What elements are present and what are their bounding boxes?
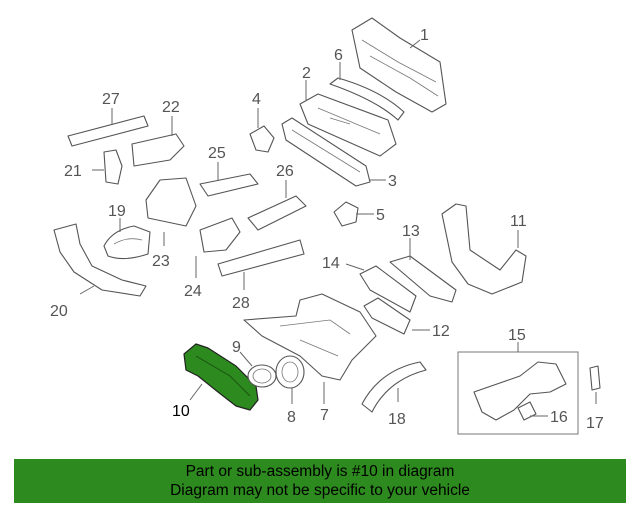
part-10-highlighted[interactable] xyxy=(183,343,259,411)
callout-15: 15 xyxy=(508,327,526,344)
part-15-assembly[interactable] xyxy=(457,351,579,435)
part-8[interactable] xyxy=(275,355,305,389)
part-2[interactable] xyxy=(299,93,397,157)
part-19[interactable] xyxy=(103,225,151,260)
callout-1: 1 xyxy=(420,27,429,44)
part-13[interactable] xyxy=(389,255,457,303)
leader-lines xyxy=(79,39,597,417)
part-7[interactable] xyxy=(243,293,377,381)
part-28[interactable] xyxy=(217,239,305,277)
part-26[interactable] xyxy=(247,195,307,231)
part-9[interactable] xyxy=(247,364,277,388)
callout-27: 27 xyxy=(102,91,120,108)
callout-22: 22 xyxy=(162,99,180,116)
callout-24: 24 xyxy=(184,283,202,300)
callout-18: 18 xyxy=(388,411,406,428)
part-25[interactable] xyxy=(199,173,259,197)
callout-16: 16 xyxy=(550,409,568,426)
callout-6: 6 xyxy=(334,47,343,64)
callout-17: 17 xyxy=(586,415,604,432)
callout-3: 3 xyxy=(388,173,397,190)
part-11[interactable] xyxy=(441,203,527,295)
callout-28: 28 xyxy=(232,295,250,312)
part-27[interactable] xyxy=(67,115,149,147)
part-5[interactable] xyxy=(333,201,359,227)
part-23[interactable] xyxy=(145,177,197,227)
exploded-parts-diagram: 1 2 3 4 5 6 7 8 9 10 11 12 13 14 15 16 1… xyxy=(50,17,604,435)
callout-12: 12 xyxy=(432,323,450,340)
callout-numbers: 1 2 3 4 5 6 7 8 9 10 11 12 13 14 15 16 1… xyxy=(50,27,604,432)
part-6[interactable] xyxy=(329,77,405,121)
callout-2: 2 xyxy=(302,65,311,82)
part-20[interactable] xyxy=(53,223,147,297)
callout-4: 4 xyxy=(252,91,261,108)
part-24[interactable] xyxy=(199,217,241,253)
callout-14: 14 xyxy=(322,255,340,272)
callout-19: 19 xyxy=(108,203,126,220)
callout-8: 8 xyxy=(287,409,296,426)
part-4[interactable] xyxy=(249,125,275,153)
callout-20: 20 xyxy=(50,303,68,320)
part-1[interactable] xyxy=(351,17,447,113)
callout-10-highlighted: 10 xyxy=(172,403,190,420)
callout-11: 11 xyxy=(510,213,527,230)
callout-26: 26 xyxy=(276,163,294,180)
banner-line-2: Diagram may not be specific to your vehi… xyxy=(170,482,470,499)
callout-21: 21 xyxy=(64,163,82,180)
callout-13: 13 xyxy=(402,223,420,240)
callout-9: 9 xyxy=(232,339,241,356)
callout-7: 7 xyxy=(320,407,329,424)
part-14[interactable] xyxy=(359,265,417,313)
part-12[interactable] xyxy=(363,297,411,335)
part-18[interactable] xyxy=(361,361,427,413)
part-3[interactable] xyxy=(281,117,371,187)
part-21[interactable] xyxy=(103,149,123,185)
callout-5: 5 xyxy=(376,207,385,224)
callout-23: 23 xyxy=(152,253,170,270)
part-17[interactable] xyxy=(589,365,601,391)
diagram-notice-banner: Part or sub-assembly is #10 in diagram D… xyxy=(14,459,626,503)
banner-line-1: Part or sub-assembly is #10 in diagram xyxy=(185,463,455,480)
part-22[interactable] xyxy=(131,133,185,167)
callout-25: 25 xyxy=(208,145,226,162)
